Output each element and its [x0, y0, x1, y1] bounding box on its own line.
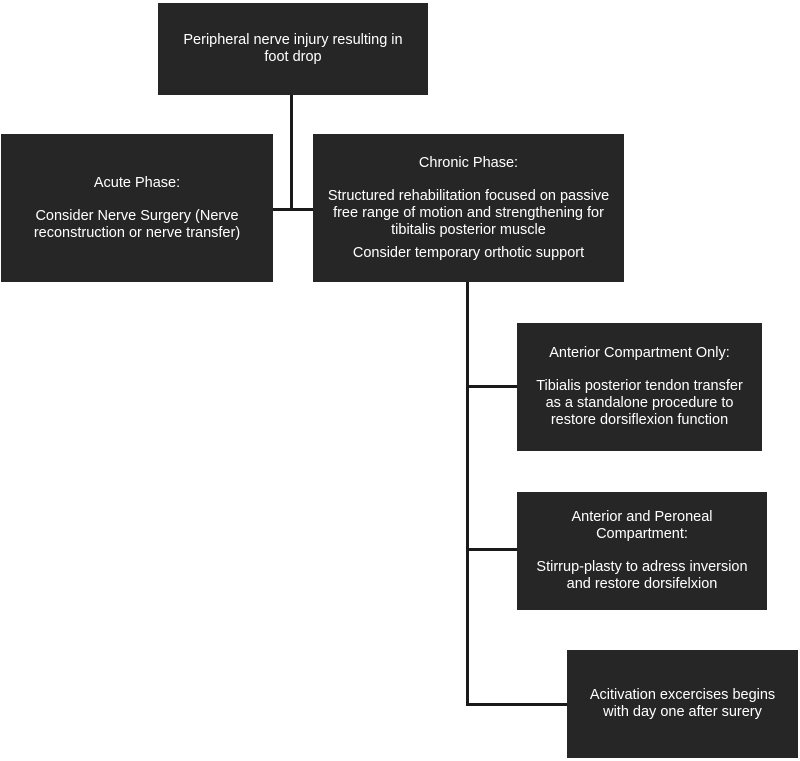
anterior-only-node: Anterior Compartment Only: Tibialis post… — [517, 323, 762, 451]
acute-phase-line-1: Consider Nerve Surgery (Nerve — [35, 207, 239, 224]
connector-activation — [466, 703, 567, 706]
connector-anterior-only — [466, 385, 517, 388]
chronic-phase-line-2: free range of motion and strengthening f… — [333, 204, 604, 221]
anterior-only-line-1: Tibialis posterior tendon transfer — [536, 378, 743, 394]
connector-phase-horizontal — [273, 208, 313, 211]
connector-chronic-trunk — [466, 282, 469, 706]
chronic-phase-orthotic: Consider temporary orthotic support — [352, 244, 585, 261]
chronic-phase-node: Chronic Phase: Structured rehabilitation… — [313, 134, 624, 282]
connector-root-vertical — [290, 95, 293, 211]
root-node: Peripheral nerve injury resulting in foo… — [158, 3, 428, 95]
acute-phase-heading: Acute Phase: — [93, 174, 181, 191]
activation-line-2: with day one after surery — [603, 704, 762, 720]
chronic-phase-heading: Chronic Phase: — [418, 154, 519, 171]
anterior-peroneal-heading-2: Compartment: — [596, 526, 688, 542]
anterior-peroneal-line-1: Stirrup-plasty to adress inversion — [536, 559, 748, 575]
anterior-only-line-2: as a standalone procedure to — [545, 395, 734, 411]
anterior-peroneal-heading-1: Anterior and Peroneal — [571, 509, 713, 525]
anterior-only-heading: Anterior Compartment Only: — [549, 345, 730, 361]
root-text-line-2: foot drop — [264, 49, 322, 65]
anterior-peroneal-line-2: and restore dorsifelxion — [566, 576, 718, 592]
activation-node: Acitivation excercises begins with day o… — [567, 650, 798, 758]
root-text-line-1: Peripheral nerve injury resulting in — [183, 32, 403, 48]
chronic-phase-line-1: Structured rehabilitation focused on pas… — [327, 187, 610, 204]
chronic-phase-line-3: tibitalis posterior muscle — [391, 221, 546, 238]
anterior-only-line-3: restore dorsiflexion function — [550, 412, 729, 428]
connector-anterior-peroneal — [466, 548, 517, 551]
anterior-peroneal-node: Anterior and Peroneal Compartment: Stirr… — [517, 492, 767, 610]
acute-phase-line-2: reconstruction or nerve transfer) — [33, 224, 241, 241]
acute-phase-node: Acute Phase: Consider Nerve Surgery (Ner… — [1, 134, 273, 282]
activation-line-1: Acitivation excercises begins — [589, 687, 776, 703]
